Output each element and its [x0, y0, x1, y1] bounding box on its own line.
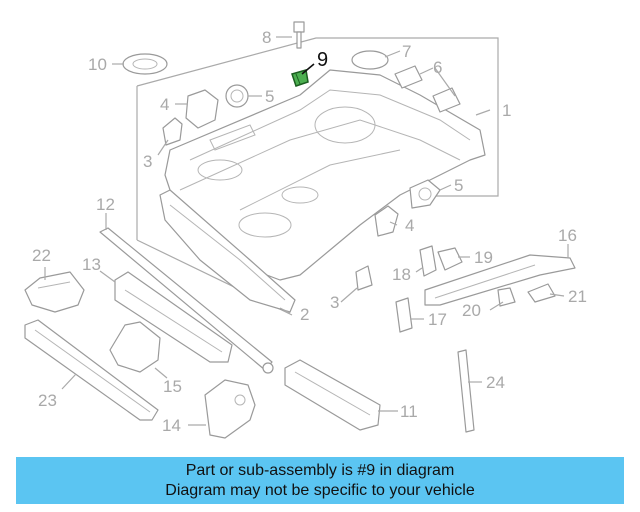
rail-11 — [284, 359, 381, 431]
callout-7: 7 — [402, 42, 411, 61]
bracket-15 — [109, 321, 161, 373]
info-banner: Part or sub-assembly is #9 in diagram Di… — [16, 457, 624, 504]
plug-5b — [409, 179, 441, 209]
bracket-6a — [394, 65, 423, 89]
callout-17: 17 — [428, 310, 447, 329]
callout-9-highlighted: 9 — [317, 49, 328, 71]
callout-5-upper: 5 — [265, 87, 274, 106]
callout-4-lower: 4 — [405, 216, 414, 235]
callout-21: 21 — [568, 287, 587, 306]
bracket-22 — [24, 271, 85, 313]
clip-9-highlighted — [291, 69, 309, 87]
bracket-3a — [162, 117, 183, 146]
banner-line-part-number: Part or sub-assembly is #9 in diagram — [185, 461, 455, 479]
callout-4-upper: 4 — [160, 95, 169, 114]
leader-lines — [44, 36, 569, 426]
callout-20: 20 — [462, 301, 481, 320]
cover-7 — [351, 50, 389, 70]
callout-13: 13 — [82, 255, 101, 274]
bracket-17 — [395, 297, 413, 333]
callout-12: 12 — [96, 195, 115, 214]
parts-diagram: 1 2 3 3 4 4 5 5 6 7 8 9 10 11 12 13 14 1… — [24, 21, 587, 439]
callout-15: 15 — [163, 377, 182, 396]
plug-5a — [225, 84, 249, 108]
cover-10 — [122, 53, 168, 75]
bracket-18 — [419, 245, 437, 277]
callout-22: 22 — [32, 246, 51, 265]
callout-11: 11 — [400, 402, 418, 421]
bracket-3b — [355, 265, 373, 291]
bracket-19 — [437, 247, 463, 271]
bracket-4a — [185, 89, 219, 129]
callout-5-lower: 5 — [454, 176, 463, 195]
bracket-4b — [374, 205, 399, 237]
bracket-14 — [204, 379, 256, 439]
rear-rail — [159, 189, 296, 313]
banner-line-disclaimer: Diagram may not be specific to your vehi… — [165, 481, 475, 499]
callout-24: 24 — [486, 373, 505, 392]
callout-8: 8 — [262, 28, 271, 47]
callout-14: 14 — [162, 416, 181, 435]
callout-6: 6 — [433, 58, 442, 77]
rail-16 — [424, 254, 576, 306]
callout-10: 10 — [88, 55, 107, 74]
callout-3-lower: 3 — [330, 293, 339, 312]
callout-16: 16 — [558, 226, 577, 245]
callout-labels: 1 2 3 3 4 4 5 5 6 7 8 9 10 11 12 13 14 1… — [32, 28, 587, 435]
callout-18: 18 — [392, 265, 411, 284]
bar-24 — [457, 349, 475, 433]
callout-2: 2 — [300, 305, 309, 324]
bracket-20 — [497, 287, 516, 307]
crossmember-12 — [99, 227, 273, 371]
callout-19: 19 — [474, 248, 493, 267]
callout-3-upper: 3 — [143, 152, 152, 171]
callout-1: 1 — [502, 101, 511, 120]
callout-23: 23 — [38, 391, 57, 410]
bracket-21 — [527, 283, 556, 303]
bolt-8 — [293, 21, 305, 49]
